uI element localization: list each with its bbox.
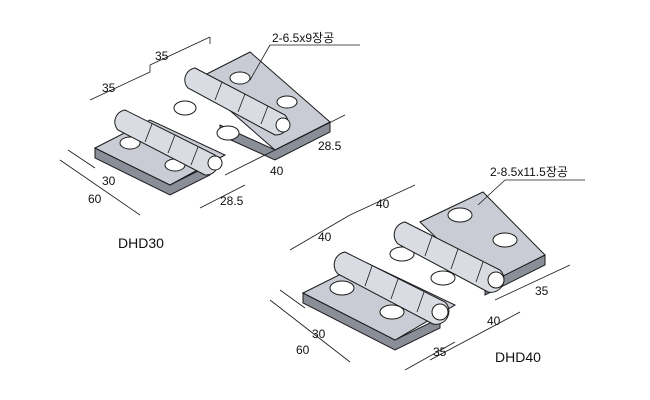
dim-bottom-a: 30 — [312, 327, 326, 341]
hinge-dhd40: 40 40 30 60 35 40 35 2-8.5x11.5장공 DHD40 — [269, 165, 585, 371]
dim-bottom-b: 60 — [296, 343, 310, 357]
pin-end — [487, 271, 505, 289]
dim-right-a: 35 — [535, 284, 549, 298]
dim-bottom-b: 60 — [88, 192, 102, 206]
slot-hole — [329, 280, 355, 296]
hinge-dhd30-knuckles-back — [184, 67, 291, 136]
slot-hole — [430, 270, 456, 286]
dim-top-a: 35 — [155, 49, 169, 63]
hinge-dhd30-knuckles-front — [114, 100, 240, 176]
slot-hole — [276, 95, 298, 109]
dim-bottom-a: 30 — [102, 174, 116, 188]
hinge-dhd40-dimensions — [269, 179, 585, 371]
dim-right-b: 40 — [487, 314, 501, 328]
slot-hole — [216, 125, 240, 141]
hole-spec: 2-6.5x9장공 — [272, 31, 334, 45]
slot-hole — [173, 100, 197, 116]
model-label: DHD40 — [495, 349, 541, 365]
slot-hole — [119, 136, 141, 150]
dim-right-c: 35 — [433, 345, 447, 359]
dim-right-a: 28.5 — [318, 139, 342, 153]
pin-end — [207, 155, 223, 171]
hinge-dhd30-upper-plate — [194, 51, 331, 161]
pin-end — [431, 303, 449, 321]
hinge-dhd40-lower-plate — [301, 261, 457, 351]
hinge-dhd40-knuckles-back — [393, 221, 505, 293]
hinge-dhd30: 35 35 30 60 28.5 40 28.5 2-6.5x9장공 DHD30 — [59, 31, 360, 251]
slot-hole — [492, 232, 518, 248]
slot-hole — [229, 71, 251, 85]
slot-hole — [389, 246, 415, 262]
pin-end — [275, 117, 291, 133]
dim-top-a: 40 — [376, 197, 390, 211]
dim-right-b: 40 — [270, 164, 284, 178]
hinge-dhd30-dimensions — [59, 36, 360, 216]
dim-top-b: 40 — [318, 230, 332, 244]
dim-right-c: 28.5 — [220, 194, 244, 208]
dim-top-b: 35 — [102, 81, 116, 95]
slot-hole — [447, 207, 473, 223]
hinge-dhd40-knuckles-front — [333, 246, 456, 325]
model-label: DHD30 — [118, 235, 164, 251]
slot-hole — [379, 304, 405, 320]
hole-spec: 2-8.5x11.5장공 — [490, 165, 568, 179]
